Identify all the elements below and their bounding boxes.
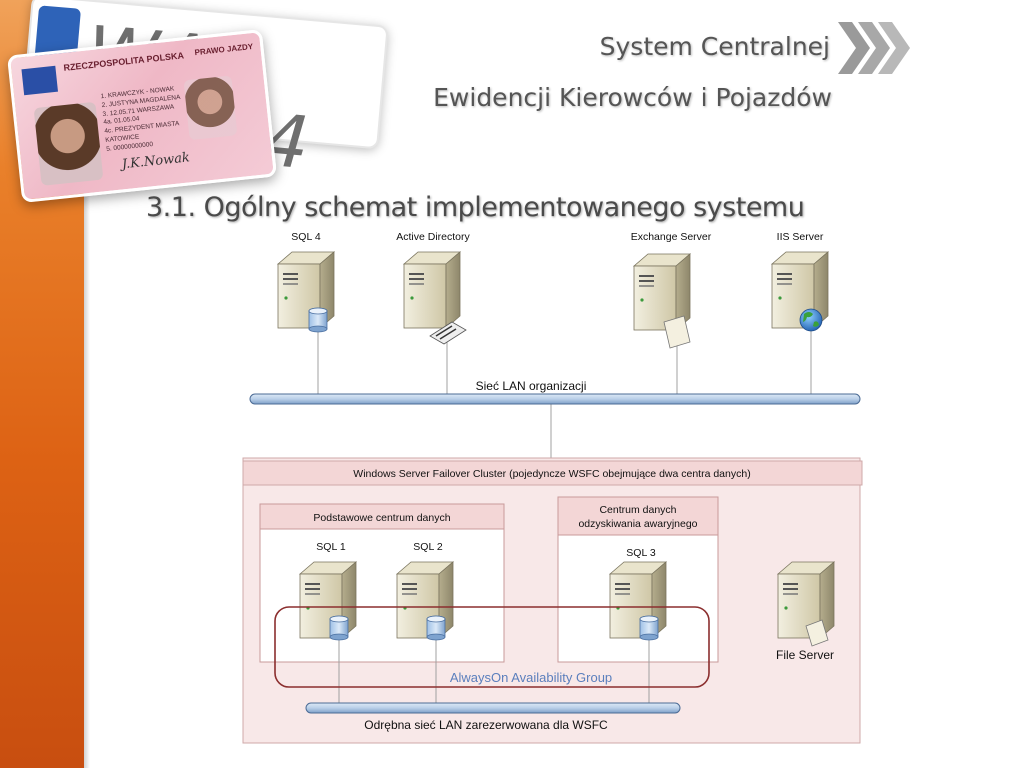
- primary-dc-title: Podstawowe centrum danych: [313, 512, 450, 524]
- chevrons-icon: [838, 22, 910, 74]
- folder-icon: [805, 619, 829, 647]
- server-active-directory: Active Directory: [396, 231, 471, 345]
- server-sql1: [299, 561, 357, 641]
- availability-group: AlwaysOn Availability Group: [274, 606, 710, 688]
- globe-icon: [799, 308, 823, 332]
- section-heading: 3.1. Ogólny schemat implementowanego sys…: [146, 192, 805, 223]
- wsfc-lan-bar: Odrębna sieć LAN zarezerwowana dla WSFC: [305, 702, 681, 732]
- server-file-server: File Server: [776, 561, 835, 662]
- server-sql2: [396, 561, 454, 641]
- app-title-line2: Ewidencji Kierowców i Pojazdów: [433, 83, 832, 112]
- server-sql4: SQL 4: [277, 231, 335, 333]
- server-iis: IIS Server: [771, 231, 829, 332]
- server-label-sql3: SQL 3: [626, 547, 656, 559]
- dr-dc-title-line1: Centrum danych: [599, 504, 676, 516]
- directory-icon: [429, 321, 467, 345]
- availability-group-label: AlwaysOn Availability Group: [450, 670, 612, 685]
- server-exchange: Exchange Server: [631, 231, 712, 349]
- mail-icon: [663, 315, 691, 349]
- server-label-sql2: SQL 2: [413, 541, 443, 553]
- wsfc-lan-label: Odrębna sieć LAN zarezerwowana dla WSFC: [364, 718, 608, 732]
- cluster-title: Windows Server Failover Cluster (pojedyn…: [353, 468, 750, 480]
- file-server-label: File Server: [776, 648, 834, 662]
- org-lan-bar: Sieć LAN organizacji: [249, 379, 861, 405]
- primary-datacenter: Podstawowe centrum danych SQL 1 SQL 2: [259, 503, 505, 663]
- dr-dc-title-line2: odzyskiwania awaryjnego: [578, 518, 697, 530]
- server-label-sql1: SQL 1: [316, 541, 346, 553]
- server-label-exchange: Exchange Server: [631, 231, 712, 243]
- server-label-active-directory: Active Directory: [396, 231, 470, 243]
- org-lan-label: Sieć LAN organizacji: [476, 379, 587, 393]
- server-label-iis: IIS Server: [777, 231, 824, 243]
- app-title-line1: System Centralnej: [599, 32, 830, 61]
- server-sql3: [609, 561, 667, 641]
- sidebar-shadow: [84, 0, 90, 768]
- server-label-sql4: SQL 4: [291, 231, 321, 243]
